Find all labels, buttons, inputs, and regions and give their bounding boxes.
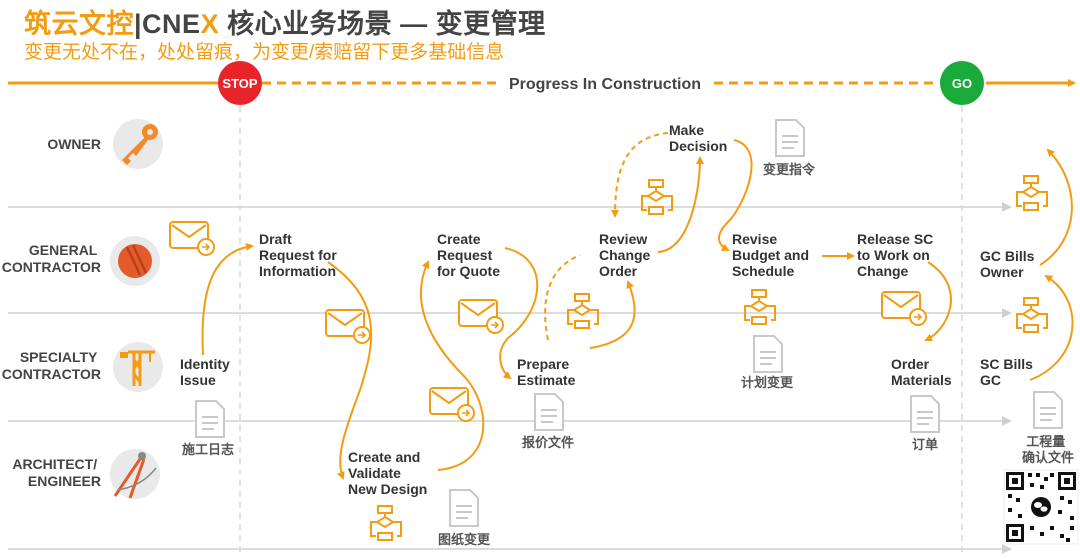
step-draft-rfi: Draft Request for Information <box>259 231 341 279</box>
doc-drawing-change: 图纸变更 <box>438 532 491 548</box>
doc-plan-change: 计划变更 <box>741 375 794 391</box>
stop-label: STOP <box>222 76 257 91</box>
title-rest: 核心业务场景 — 变更管理 <box>219 9 546 39</box>
email-icon <box>169 221 215 256</box>
email-icon <box>429 387 475 422</box>
doc-change-directive: 变更指令 <box>763 162 816 178</box>
step-revise-budget-schedule: Revise Budget and Schedule <box>732 231 813 279</box>
architect-compass-icon <box>110 449 160 499</box>
step-identity-issue: Identity Issue <box>180 356 234 388</box>
step-make-decision: Make Decision <box>669 122 727 154</box>
document-icon <box>449 489 479 527</box>
title-separator: |CNE <box>134 9 201 39</box>
stop-badge <box>218 61 262 105</box>
qr-code <box>1003 469 1079 545</box>
doc-construction-log: 施工日志 <box>182 442 234 458</box>
title-x: X <box>200 9 220 39</box>
document-icon <box>1033 391 1063 429</box>
step-review-change-order: Review Change Order <box>599 231 654 279</box>
role-specialty-contractor: SPECIALTY CONTRACTOR <box>2 349 101 382</box>
flowchart-icon <box>567 293 599 329</box>
go-badge <box>940 61 984 105</box>
owner-key-icon <box>113 119 163 169</box>
role-owner: OWNER <box>47 136 101 152</box>
step-gc-bills-owner: GC Bills Owner <box>980 248 1038 280</box>
document-icon <box>775 119 805 157</box>
flowchart-icon <box>641 179 673 215</box>
email-icon <box>458 299 504 334</box>
doc-order: 订单 <box>912 437 938 453</box>
role-architect-engineer: ARCHITECT/ ENGINEER <box>12 456 101 489</box>
step-create-validate-design: Create and Validate New Design <box>348 449 427 497</box>
role-general-contractor: GENERAL CONTRACTOR <box>2 242 101 275</box>
document-icon <box>195 400 225 438</box>
step-release-sc: Release SC to Work on Change <box>857 231 937 279</box>
step-create-request-quote: Create Request for Quote <box>437 231 500 279</box>
brand-name: 筑云文控 <box>24 9 134 39</box>
step-order-materials: Order Materials <box>891 356 952 388</box>
flow-connectors <box>201 132 1074 480</box>
flowchart-icon <box>1016 175 1048 211</box>
document-icon <box>753 335 783 373</box>
progress-label: Progress In Construction <box>509 76 701 93</box>
specialty-contractor-crane-icon <box>113 342 163 392</box>
doc-quantity-confirmation: 工程量 确认文件 <box>1022 435 1074 466</box>
email-icon <box>881 291 927 326</box>
step-sc-bills-gc: SC Bills GC <box>980 356 1037 388</box>
document-icon <box>910 395 940 433</box>
email-icon <box>325 309 371 344</box>
flowchart-icon <box>370 505 402 541</box>
flowchart-icon <box>744 289 776 325</box>
step-prepare-estimate: Prepare Estimate <box>517 356 576 388</box>
flowchart-icon <box>1016 297 1048 333</box>
page-subtitle: 变更无处不在，处处留痕，为变更/索赔留下更多基础信息 <box>24 42 505 63</box>
general-contractor-helmet-icon <box>110 236 160 286</box>
doc-quotation: 报价文件 <box>522 435 574 451</box>
page-title: 筑云文控|CNEX 核心业务场景 — 变更管理 <box>24 2 546 41</box>
go-label: GO <box>952 76 972 91</box>
document-icon <box>534 393 564 431</box>
